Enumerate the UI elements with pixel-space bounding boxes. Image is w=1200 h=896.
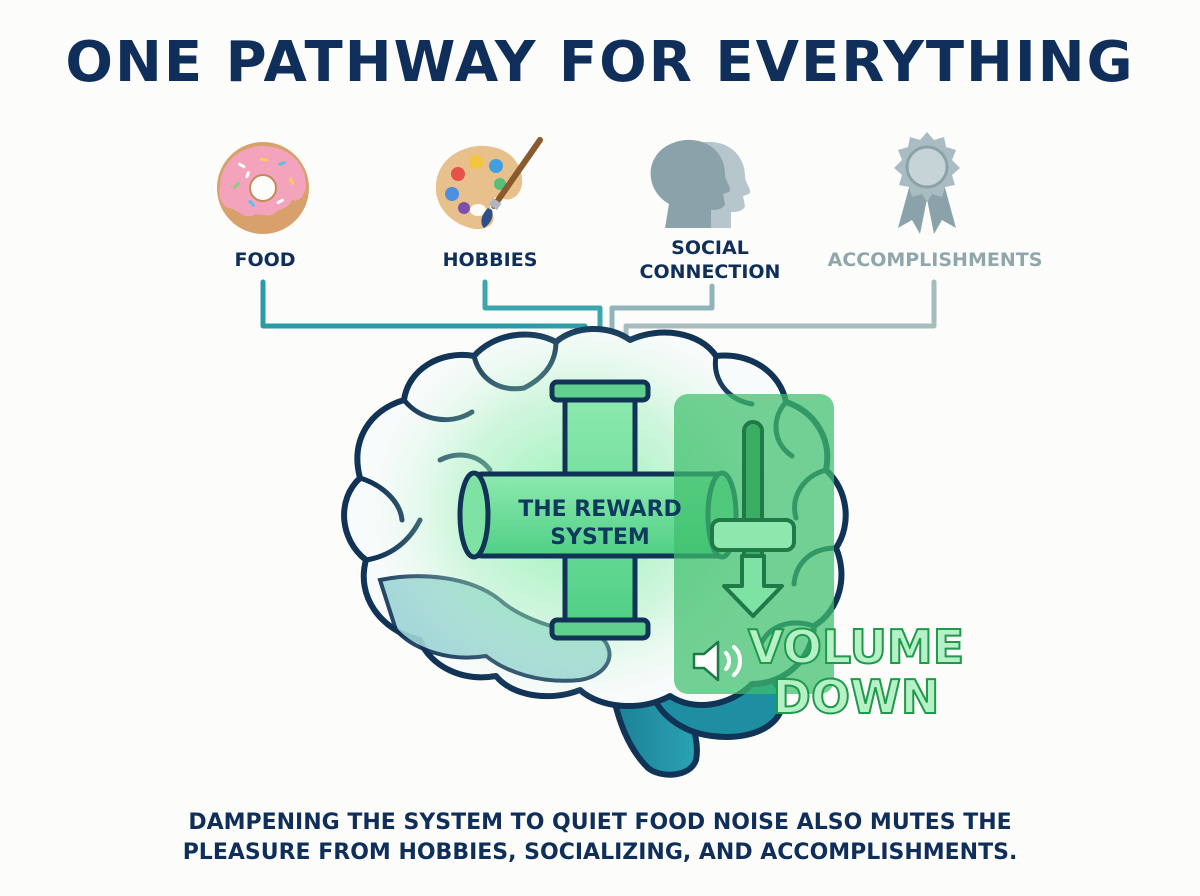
pipe-bottom-cap <box>549 617 651 641</box>
donut-icon <box>217 142 309 234</box>
category-label-line: CONNECTION <box>639 261 781 283</box>
category-label-line: SOCIAL <box>671 237 749 259</box>
volume-down-arrow <box>722 554 784 618</box>
palette-icon <box>435 137 543 230</box>
volume-line: VOLUME <box>747 620 965 674</box>
volume-line: DOWN <box>772 670 941 724</box>
heads-icon <box>650 139 751 228</box>
pipe-left-end <box>457 470 491 560</box>
caption: DAMPENING THE SYSTEM TO QUIET FOOD NOISE… <box>0 808 1200 868</box>
category-label-hobbies: HOBBIES <box>442 249 538 271</box>
category-label-food: FOOD <box>234 249 296 271</box>
speaker-icon <box>692 640 742 682</box>
caption-line: DAMPENING THE SYSTEM TO QUIET FOOD NOISE… <box>188 810 1012 835</box>
reward-system-line: SYSTEM <box>550 525 650 550</box>
reward-system-diagram <box>260 279 937 778</box>
reward-system-line: THE REWARD <box>518 497 682 522</box>
category-label-accomplishments: ACCOMPLISHMENTS <box>827 249 1043 271</box>
page-title: ONE PATHWAY FOR EVERYTHING <box>65 30 1135 95</box>
award-ribbon-icon <box>894 132 960 234</box>
pipe-top-cap <box>549 379 651 403</box>
slider-handle <box>710 518 796 552</box>
volume-down-label: VOLUME DOWN <box>747 620 965 724</box>
category-label-social-connection: SOCIAL CONNECTION <box>620 236 800 284</box>
caption-line: PLEASURE FROM HOBBIES, SOCIALIZING, AND … <box>182 840 1018 865</box>
reward-system-label: THE REWARD SYSTEM <box>495 496 705 552</box>
